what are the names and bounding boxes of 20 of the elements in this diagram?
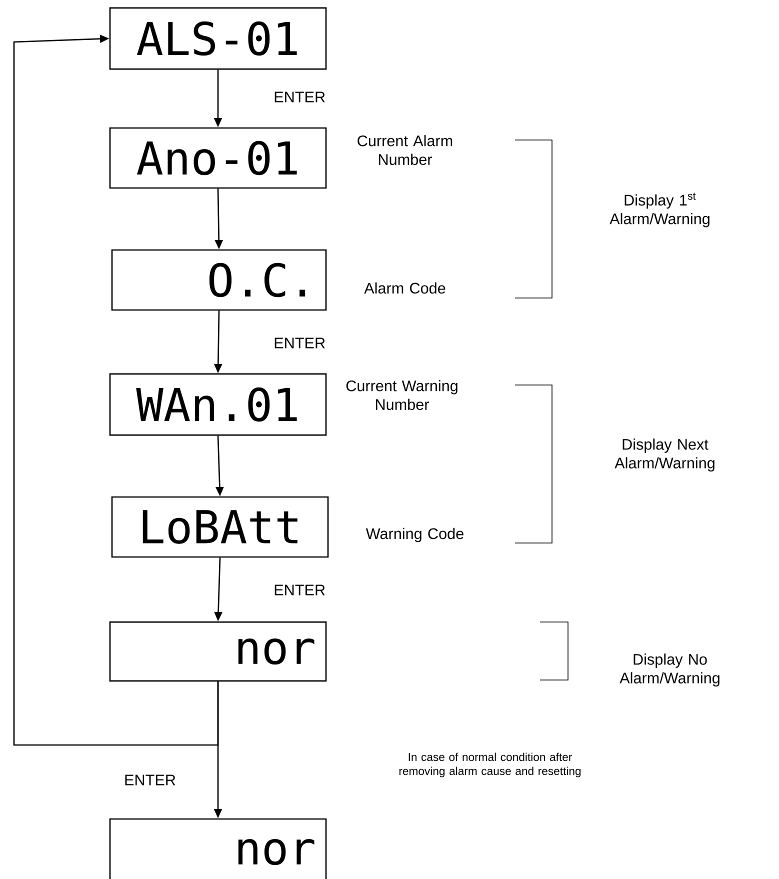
display-box: Ano-01 xyxy=(109,127,327,189)
display-box: WAn.01 xyxy=(109,373,327,436)
display-box: nor xyxy=(109,621,327,682)
display-box: LoBAtt xyxy=(111,496,329,558)
group-label: Display No Alarm/Warning xyxy=(620,654,720,686)
side-label: Current Warning Number xyxy=(346,380,458,410)
display-box: ALS-01 xyxy=(109,7,327,70)
side-label: Current Alarm Number xyxy=(358,135,452,165)
note: In case of normal condition after removing alarm cause and resetting xyxy=(399,752,581,778)
edge-label: ENTER xyxy=(125,774,176,786)
side-label: Alarm Code xyxy=(364,282,446,294)
arrow xyxy=(13,34,219,746)
group-label: Display 1$^{st}$ Alarm/Warning xyxy=(610,192,710,228)
side-label: Warning Code xyxy=(366,528,464,542)
edge-label: ENTER xyxy=(274,338,325,348)
display-box: nor xyxy=(109,818,327,879)
edge-label: ENTER xyxy=(274,584,325,596)
display-box: O.C. xyxy=(111,249,327,311)
group-label: Display Next Alarm/Warning xyxy=(614,438,714,472)
edge-label: ENTER xyxy=(274,92,325,102)
